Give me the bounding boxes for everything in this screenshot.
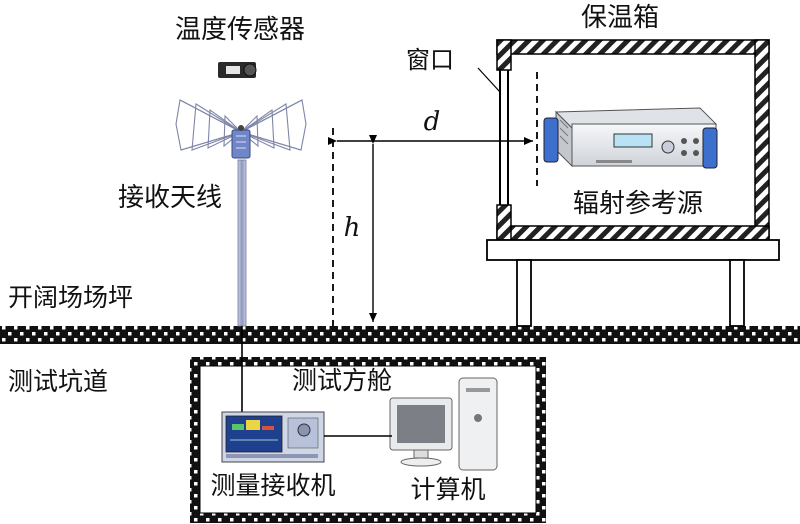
incubator (486, 39, 780, 327)
incubator-table (486, 239, 780, 261)
label-cabin: 测试方舱 (292, 366, 392, 395)
label-tunnel: 测试坑道 (8, 367, 108, 396)
receiving-antenna (175, 99, 307, 327)
label-height: h (344, 213, 361, 243)
label-distance: d (424, 107, 441, 137)
ground-strip (0, 326, 800, 344)
computer-device (389, 377, 498, 471)
label-radiation-source: 辐射参考源 (573, 189, 703, 219)
measuring-receiver-device (221, 411, 325, 463)
label-incubator: 保温箱 (581, 3, 659, 33)
radiation-source-device (543, 107, 718, 169)
label-open-site: 开阔场场坪 (8, 283, 133, 312)
label-antenna: 接收天线 (118, 183, 222, 213)
label-window: 窗口 (406, 46, 454, 74)
label-temp-sensor: 温度传感器 (175, 15, 305, 45)
label-receiver: 测量接收机 (210, 471, 335, 500)
label-computer: 计算机 (410, 475, 485, 504)
temperature-sensor-device (218, 62, 257, 78)
